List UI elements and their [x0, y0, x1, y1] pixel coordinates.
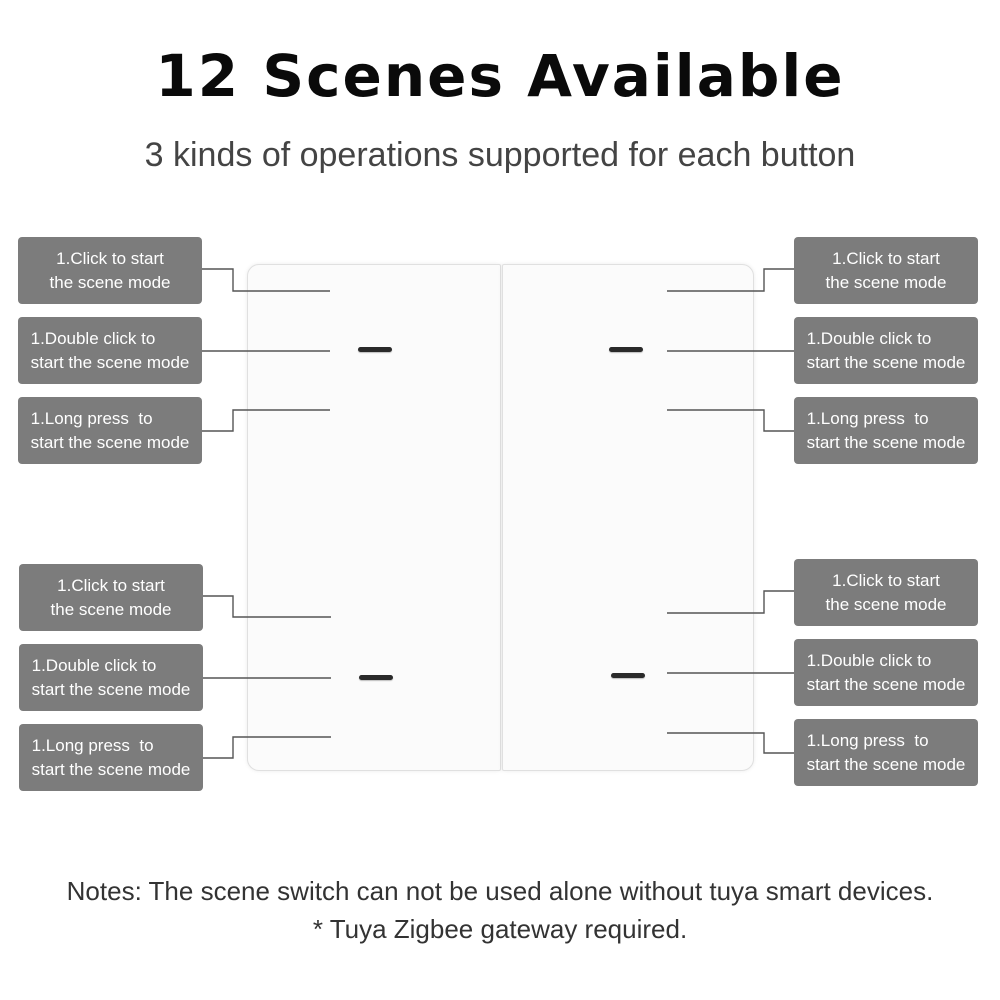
label-right-bottom-click: 1.Click to start the scene mode — [794, 559, 978, 626]
label-left-bottom-long-press: 1.Long press to start the scene mode — [19, 724, 203, 791]
label-text: 1.Long press to start the scene mode — [31, 735, 191, 779]
label-text: 1.Click to start the scene mode — [825, 570, 947, 614]
label-left-top-click: 1.Click to start the scene mode — [18, 237, 202, 304]
connector-line — [203, 595, 331, 618]
label-right-top-double-click: 1.Double click to start the scene mode — [794, 317, 978, 384]
led-indicator-left-top — [358, 347, 392, 352]
label-text: 1.Long press to start the scene mode — [806, 730, 966, 774]
connector-line — [203, 736, 331, 759]
label-text: 1.Double click to start the scene mode — [30, 328, 190, 372]
page-title: 12 Scenes Available — [155, 42, 845, 110]
label-right-top-long-press: 1.Long press to start the scene mode — [794, 397, 978, 464]
led-indicator-right-top — [609, 347, 643, 352]
label-left-top-double-click: 1.Double click to start the scene mode — [18, 317, 202, 384]
connector-line — [667, 409, 795, 432]
label-text: 1.Click to start the scene mode — [50, 575, 172, 619]
label-text: 1.Double click to start the scene mode — [806, 650, 966, 694]
connector-line — [202, 409, 330, 432]
label-text: 1.Long press to start the scene mode — [806, 408, 966, 452]
label-right-top-click: 1.Click to start the scene mode — [794, 237, 978, 304]
led-indicator-right-bottom — [611, 673, 645, 678]
label-text: 1.Double click to start the scene mode — [806, 328, 966, 372]
label-left-bottom-double-click: 1.Double click to start the scene mode — [19, 644, 203, 711]
connector-line — [667, 268, 795, 292]
connector-line — [667, 732, 795, 754]
label-left-top-long-press: 1.Long press to start the scene mode — [18, 397, 202, 464]
label-left-bottom-click: 1.Click to start the scene mode — [19, 564, 203, 631]
label-text: 1.Long press to start the scene mode — [30, 408, 190, 452]
gateway-requirement-note: * Tuya Zigbee gateway required. — [312, 914, 688, 944]
connector-line — [202, 268, 330, 292]
label-text: 1.Double click to start the scene mode — [31, 655, 191, 699]
notes-line: Notes: The scene switch can not be used … — [66, 876, 934, 906]
label-right-bottom-long-press: 1.Long press to start the scene mode — [794, 719, 978, 786]
connector-line — [667, 590, 795, 614]
label-text: 1.Click to start the scene mode — [49, 248, 171, 292]
page-subtitle: 3 kinds of operations supported for each… — [144, 136, 856, 174]
label-right-bottom-double-click: 1.Double click to start the scene mode — [794, 639, 978, 706]
led-indicator-left-bottom — [359, 675, 393, 680]
label-text: 1.Click to start the scene mode — [825, 248, 947, 292]
